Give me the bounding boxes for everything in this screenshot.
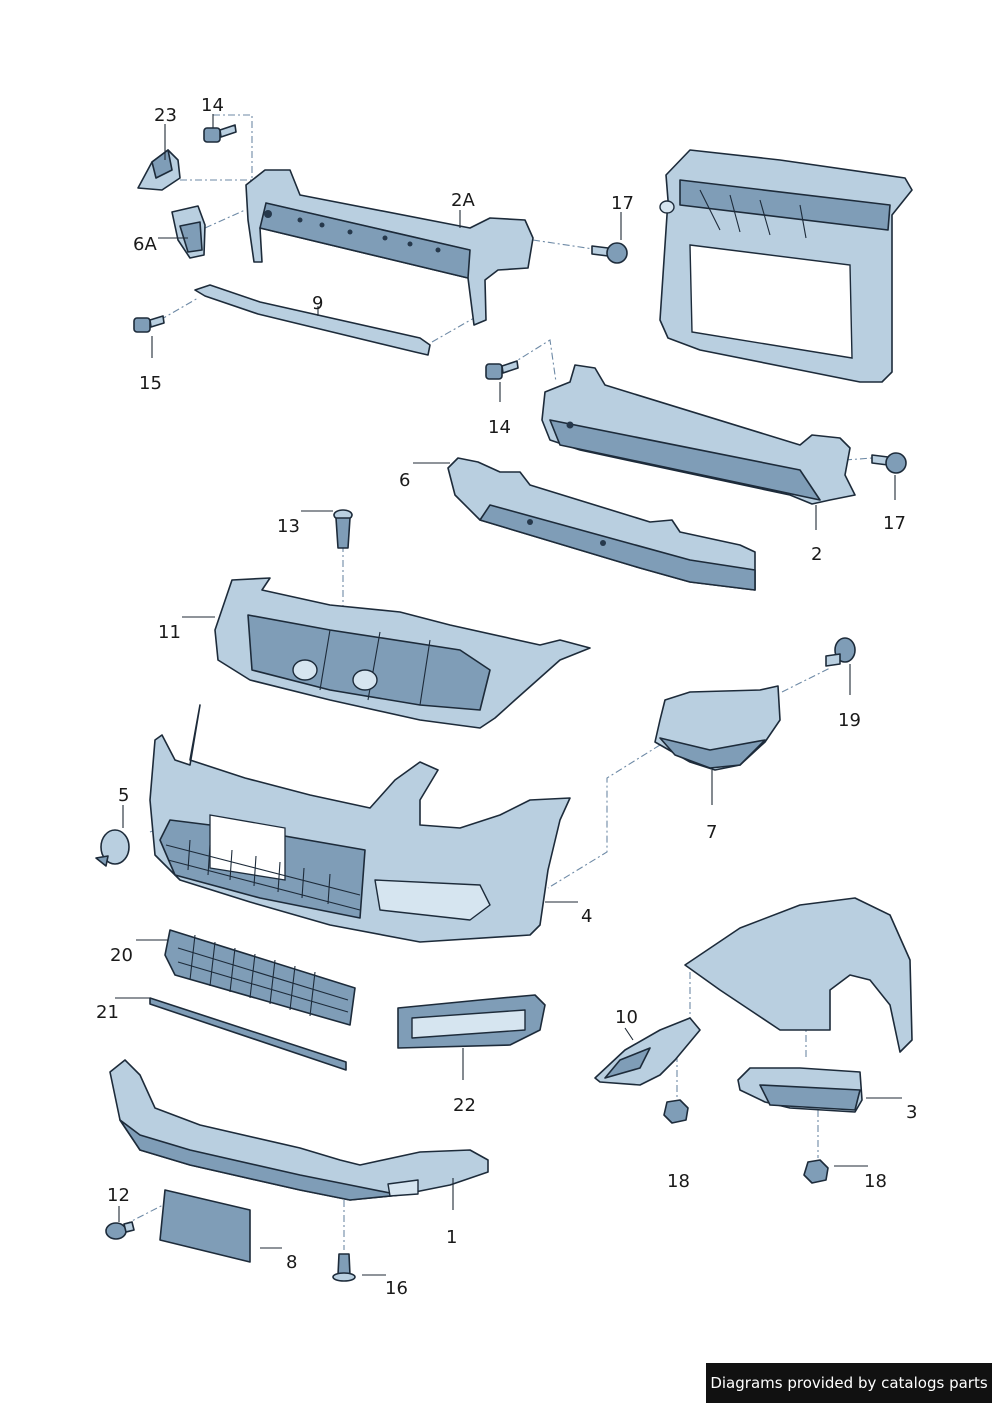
callout-19: 19: [838, 710, 861, 731]
callout-13: 13: [277, 516, 300, 537]
part-23-bracket: [137, 149, 181, 191]
part-12-bolt: [105, 1221, 135, 1240]
callout-17-lower: 17: [883, 513, 906, 534]
callout-6A: 6A: [133, 234, 157, 255]
part-18-nut-a: [663, 1099, 689, 1124]
callout-15: 15: [139, 373, 162, 394]
fender: [684, 897, 913, 1053]
callout-18-left: 18: [667, 1171, 690, 1192]
callout-8: 8: [286, 1252, 297, 1273]
part-6A-clip: [171, 205, 206, 259]
part-6-absorber: [447, 457, 756, 591]
callout-18-right: 18: [864, 1171, 887, 1192]
callout-21: 21: [96, 1002, 119, 1023]
part-4-bumper-cover: [149, 704, 571, 943]
callout-10: 10: [615, 1007, 638, 1028]
callout-16: 16: [385, 1278, 408, 1299]
callout-3: 3: [906, 1102, 917, 1123]
part-13-clip: [333, 509, 353, 549]
callout-5: 5: [118, 785, 129, 806]
leader-lines: [115, 114, 902, 1276]
callout-2A: 2A: [451, 190, 475, 211]
callout-2: 2: [811, 544, 822, 565]
part-20-grille: [164, 929, 356, 1026]
part-17-bolt-upper: [591, 242, 628, 264]
callout-17-upper: 17: [611, 193, 634, 214]
callout-20: 20: [110, 945, 133, 966]
callout-7: 7: [706, 822, 717, 843]
part-22-fog-grille: [397, 994, 546, 1049]
part-1-spoiler: [109, 1059, 489, 1201]
part-3-bracket: [737, 1067, 863, 1113]
part-2A-upper-carrier: [245, 169, 534, 326]
assembly-lines: [123, 114, 873, 1250]
part-9-strip: [194, 284, 431, 356]
watermark-banner: Diagrams provided by catalogs parts: [706, 1363, 992, 1403]
part-10-bracket: [594, 1017, 701, 1086]
part-7-bracket: [654, 685, 781, 771]
callout-14-middle: 14: [488, 417, 511, 438]
callout-4: 4: [581, 906, 592, 927]
radiator-support: [659, 149, 913, 383]
part-17-bolt-lower: [871, 452, 907, 474]
part-14-bolt-middle: [485, 360, 519, 380]
part-8-plate-bracket: [159, 1189, 251, 1263]
part-18-nut-b: [803, 1159, 829, 1184]
part-14-bolt-top: [203, 124, 237, 143]
callout-22: 22: [453, 1095, 476, 1116]
part-19-bolt: [825, 637, 856, 667]
callout-6: 6: [399, 470, 410, 491]
callout-12: 12: [107, 1185, 130, 1206]
callout-14-top: 14: [201, 95, 224, 116]
callout-1: 1: [446, 1227, 457, 1248]
part-21-trim-strip: [149, 997, 347, 1071]
part-16-rivet: [332, 1253, 356, 1282]
part-2-reinforcement: [541, 364, 856, 505]
callout-11: 11: [158, 622, 181, 643]
callout-9: 9: [312, 293, 323, 314]
callout-labels: 23 14 2A 17 6A 9 15 14 6 17 2 13 11 19 5…: [96, 95, 917, 1299]
part-15-bolt: [133, 315, 165, 333]
part-11-under-tray: [214, 577, 591, 729]
callout-23: 23: [154, 105, 177, 126]
part-5-cap: [95, 829, 130, 867]
